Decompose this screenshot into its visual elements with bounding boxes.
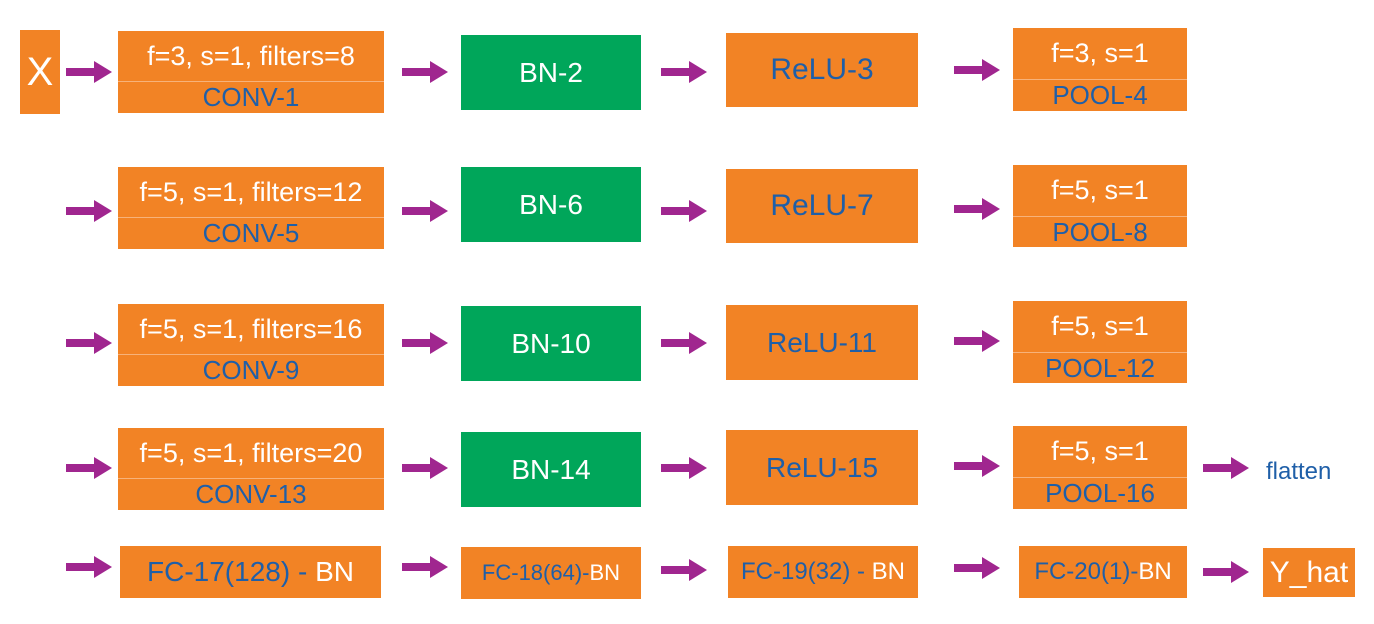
arrow-icon: [1203, 561, 1249, 583]
pool-params: f=5, s=1: [1013, 426, 1187, 478]
fc-bn: BN: [589, 560, 621, 585]
pool-name: POOL-8: [1052, 216, 1148, 247]
bn-block: BN-10: [461, 306, 641, 381]
relu-block: ReLU-15: [726, 430, 918, 505]
conv-name: CONV-5: [202, 218, 300, 248]
conv-name: CONV-13: [195, 479, 307, 509]
output-yhat-label: Y_hat: [1269, 555, 1349, 589]
arrow-icon: [954, 59, 1000, 81]
conv-name: CONV-9: [202, 355, 300, 385]
conv-name: CONV-1: [202, 82, 300, 112]
arrow-icon: [661, 332, 707, 354]
fc-name: FC-17(128) -: [147, 556, 316, 587]
arrow-icon: [661, 61, 707, 83]
fc-block: FC-19(32) - BN: [728, 546, 918, 598]
relu-block: ReLU-3: [726, 33, 918, 107]
fc-block: FC-18(64)-BN: [461, 547, 641, 599]
arrow-icon: [402, 332, 448, 354]
output-yhat-box: Y_hat: [1263, 548, 1355, 597]
conv-block: f=5, s=1, filters=12 CONV-5: [118, 167, 384, 249]
flatten-label: flatten: [1266, 458, 1332, 485]
relu-block: ReLU-7: [726, 169, 918, 243]
conv-block: f=5, s=1, filters=20 CONV-13: [118, 428, 384, 510]
pool-name: POOL-12: [1045, 352, 1155, 383]
pool-block: f=5, s=1 POOL-16: [1013, 426, 1187, 509]
fc-name: FC-20(1)-: [1034, 558, 1139, 585]
fc-name: FC-18(64)-: [481, 560, 590, 585]
relu-label: ReLU-7: [770, 189, 874, 222]
bn-block: BN-2: [461, 35, 641, 110]
relu-label: ReLU-15: [765, 451, 879, 483]
arrow-icon: [66, 61, 112, 83]
arrow-icon: [661, 559, 707, 581]
fc-bn: BN: [1138, 558, 1172, 585]
pool-block: f=5, s=1 POOL-8: [1013, 165, 1187, 247]
conv-block: f=5, s=1, filters=16 CONV-9: [118, 304, 384, 386]
arrow-icon: [66, 200, 112, 222]
pool-params: f=5, s=1: [1013, 301, 1187, 353]
pool-name: POOL-16: [1045, 478, 1155, 508]
bn-label: BN-10: [511, 327, 591, 359]
pool-block: f=3, s=1 POOL-4: [1013, 28, 1187, 111]
bn-label: BN-6: [519, 188, 583, 220]
fc-bn: BN: [315, 556, 354, 587]
pool-params: f=5, s=1: [1013, 165, 1187, 217]
conv-block: f=3, s=1, filters=8 CONV-1: [118, 31, 384, 113]
arrow-icon: [66, 457, 112, 479]
arrow-icon: [402, 556, 448, 578]
conv-params: f=5, s=1, filters=12: [118, 167, 384, 218]
bn-label: BN-14: [511, 453, 591, 485]
input-x-label: X: [26, 49, 54, 94]
pool-name: POOL-4: [1052, 80, 1148, 110]
arrow-icon: [954, 330, 1000, 352]
conv-params: f=5, s=1, filters=20: [118, 428, 384, 479]
conv-params: f=5, s=1, filters=16: [118, 304, 384, 355]
fc-block: FC-20(1)-BN: [1019, 546, 1187, 598]
arrow-icon: [66, 556, 112, 578]
pool-params: f=3, s=1: [1013, 28, 1187, 80]
bn-label: BN-2: [519, 56, 583, 88]
fc-block: FC-17(128) - BN: [120, 546, 381, 598]
arrow-icon: [1203, 457, 1249, 479]
fc-name: FC-19(32) -: [740, 558, 872, 585]
bn-block: BN-14: [461, 432, 641, 507]
arrow-icon: [954, 455, 1000, 477]
arrow-icon: [402, 61, 448, 83]
arrow-icon: [66, 332, 112, 354]
bn-block: BN-6: [461, 167, 641, 242]
arrow-icon: [402, 457, 448, 479]
arrow-icon: [954, 557, 1000, 579]
arrow-icon: [661, 457, 707, 479]
pool-block: f=5, s=1 POOL-12: [1013, 301, 1187, 383]
conv-params: f=3, s=1, filters=8: [118, 31, 384, 82]
input-x-box: X: [20, 30, 60, 114]
arrow-icon: [954, 198, 1000, 220]
arrow-icon: [661, 200, 707, 222]
arrow-icon: [402, 200, 448, 222]
relu-label: ReLU-3: [770, 53, 874, 86]
relu-label: ReLU-11: [767, 326, 877, 358]
fc-bn: BN: [871, 558, 906, 585]
relu-block: ReLU-11: [726, 305, 918, 380]
